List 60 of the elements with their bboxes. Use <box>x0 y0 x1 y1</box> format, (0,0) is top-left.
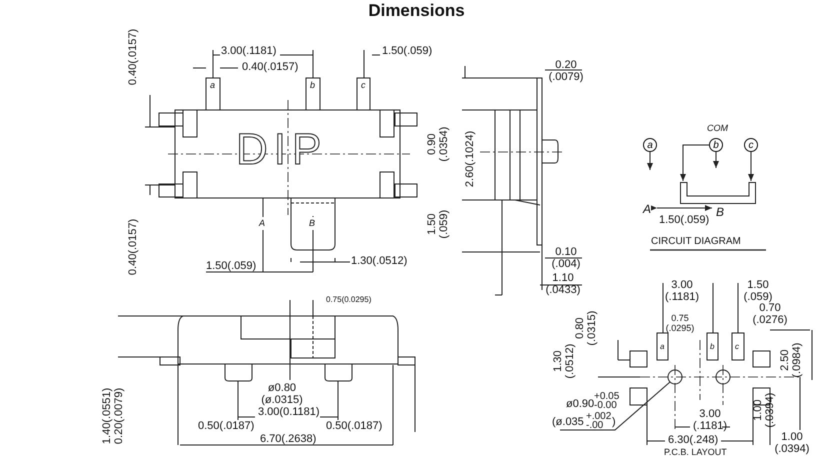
dimension-label: 0.50(.0187) <box>326 420 382 432</box>
dimension-label: 6.30(.248) <box>668 434 718 446</box>
dimension-label: (ø.035 <box>552 416 584 428</box>
arrow <box>713 152 719 168</box>
dimension-label: 1.30 (.0512) <box>552 342 576 381</box>
terminal-marker: c <box>744 138 758 152</box>
dimension-label: 0.40(.0157) <box>126 218 139 276</box>
dimension-label: 0.80 (.0315) <box>574 310 598 346</box>
dimension-label: +0.05 <box>594 391 620 402</box>
dimension-label: 1.50 (.059) <box>426 208 450 241</box>
pin-letter: c <box>735 343 739 352</box>
position-letter: A <box>259 219 266 229</box>
dimension-label: 2.60(.1024) <box>464 130 476 188</box>
dimension-label: 3.00(.1181) <box>221 45 276 58</box>
dimension-label: 1.50(.059) <box>206 260 256 272</box>
pin-letter: a <box>660 343 664 352</box>
dimension-label: 0.70 (.0276) <box>752 302 788 326</box>
pin-letter: c <box>361 81 366 91</box>
dimension-label: 0.40(.0157) <box>126 28 139 86</box>
dimension-label: ø0.80 (ø.0315) <box>260 382 304 406</box>
dimension-label: -0.00 <box>594 400 617 411</box>
dimension-label: -.00 <box>586 420 604 431</box>
pin-letter: b <box>710 343 714 352</box>
terminal-marker: a <box>643 138 657 152</box>
arrow <box>748 152 754 182</box>
dimension-label: 6.70(.2638) <box>260 433 316 446</box>
dimension-label: 1.40(.0551) <box>100 388 113 444</box>
arrow <box>680 144 710 182</box>
dimension-label: ø0.90 <box>566 398 594 410</box>
terminal-caption: COM <box>707 124 728 134</box>
dimension-label: 0.20 (.0079) <box>548 59 584 84</box>
pin-letter: a <box>210 81 216 91</box>
dimension-label: 1.30(.0512) <box>351 255 408 268</box>
title: Dimensions <box>367 2 466 21</box>
terminal-marker: b <box>709 138 723 152</box>
dimension-label: 0.50(.0187) <box>198 420 254 432</box>
dimension-label: 1.50(.059) <box>382 45 432 58</box>
pin-letter: b <box>310 81 316 91</box>
caption-text: CIRCUIT DIAGRAM <box>651 236 741 247</box>
dimension-label: 1.00 (.0394) <box>752 392 776 430</box>
dimension-label: 3.00(0.1181) <box>258 406 320 418</box>
contact-bracket <box>680 182 756 204</box>
dimension-label: 0.90 (.0354) <box>426 126 450 164</box>
dimension-label: 0.40(.0157) <box>242 61 298 74</box>
dimension-label: +.002 <box>586 411 612 422</box>
dimension-label: 3.00 (.1181) <box>664 279 700 304</box>
position-letter: B <box>309 219 316 229</box>
caption-text: P.C.B. LAYOUT <box>664 448 727 458</box>
dimension-label: 0.75 (.0295) <box>664 314 696 334</box>
dimension-label: 1.00 (.0394) <box>774 431 810 456</box>
arrow <box>647 152 653 170</box>
dimension-label: 0.20(.0079) <box>112 388 125 444</box>
dimension-label: 0.75(0.0295) <box>326 296 372 305</box>
dimension-label: 2.50 (.0984) <box>778 342 803 380</box>
dimension-label: 3.00 (.1181) <box>692 408 728 432</box>
dimension-label: ) <box>612 416 616 428</box>
dimension-label: 1.50 (.059) <box>742 279 772 304</box>
dimension-label: 0.10 (.004) <box>550 246 582 270</box>
dimension-label: 1.10 (.0433) <box>544 272 582 296</box>
dimension-label: 1.50(.059) <box>659 214 710 226</box>
